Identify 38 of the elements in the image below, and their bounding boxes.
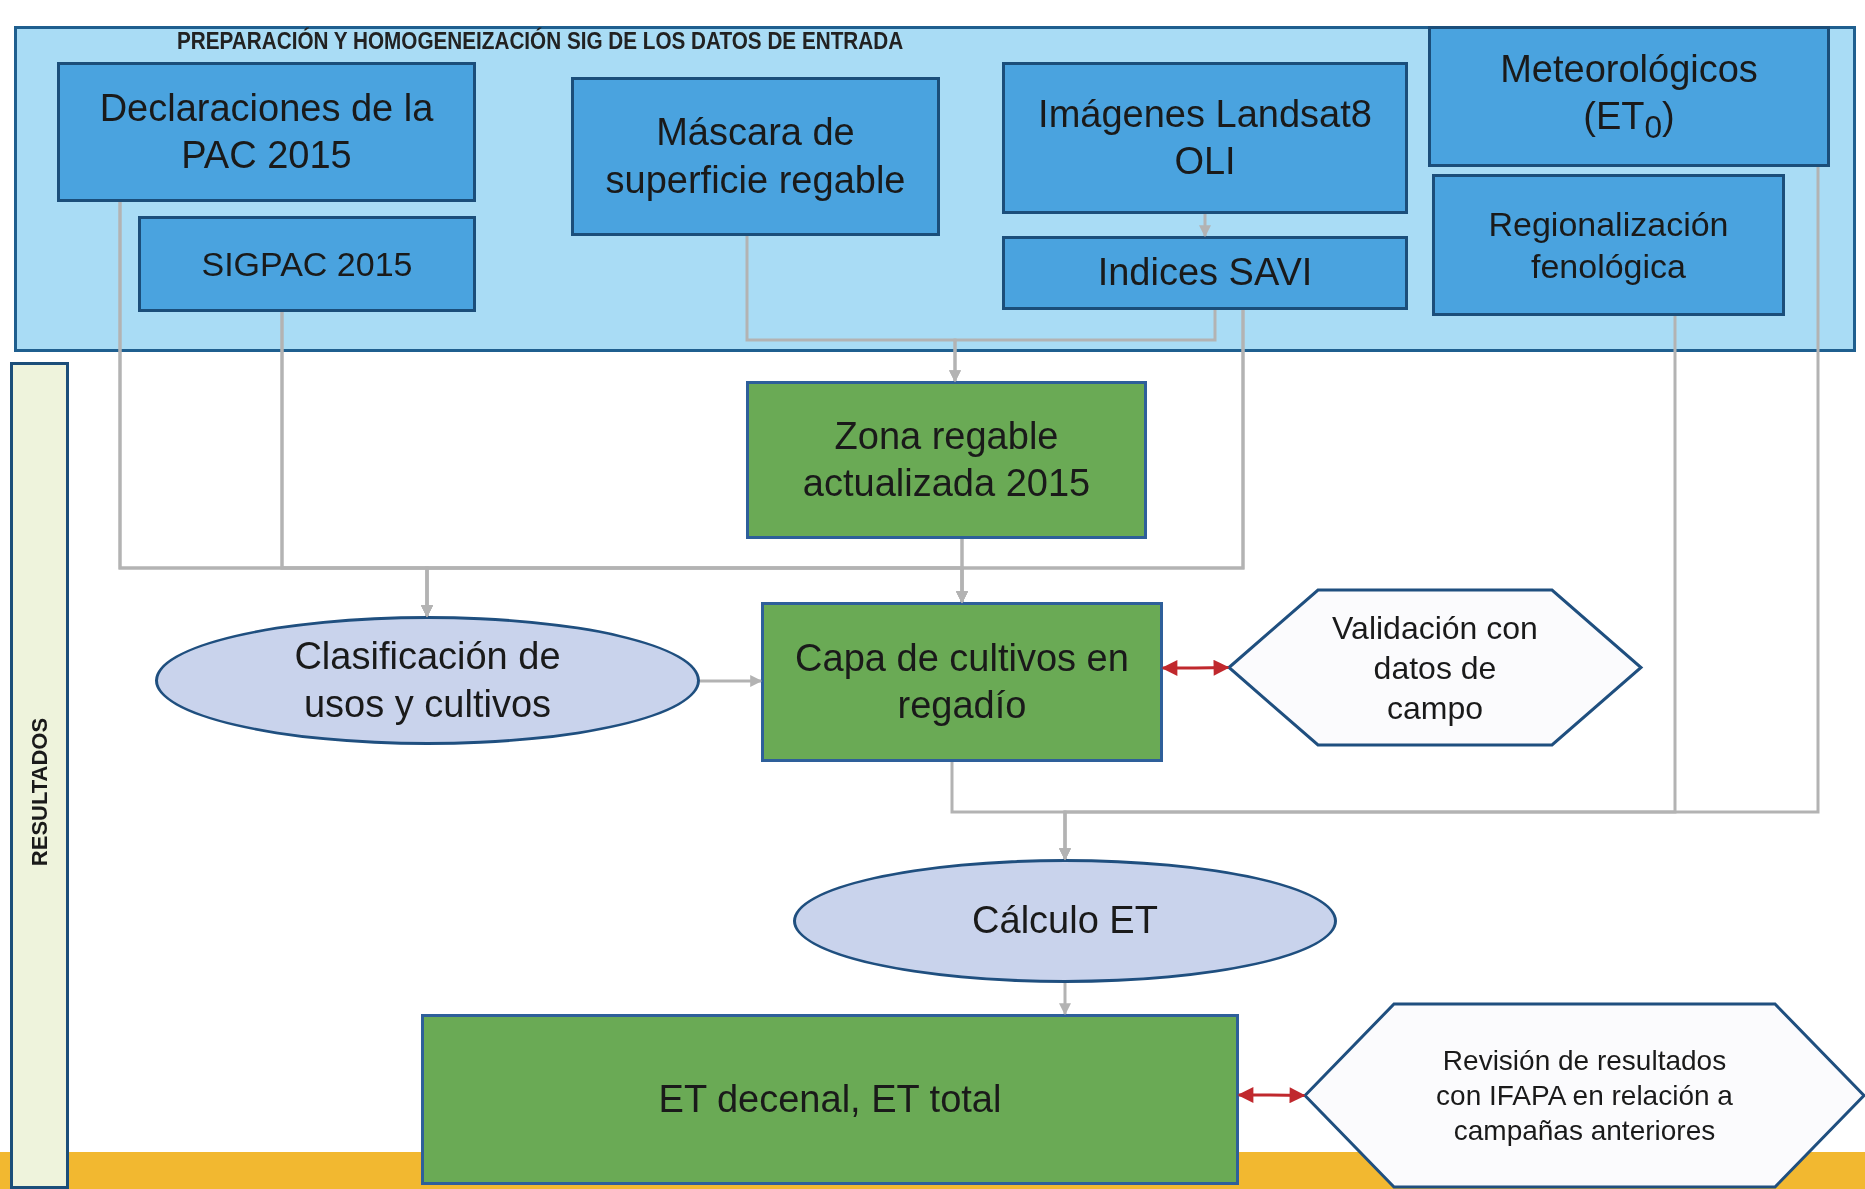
process-box	[761, 602, 1163, 762]
process-box	[571, 77, 940, 236]
connector-arrow	[956, 310, 1245, 604]
process-box	[1002, 236, 1408, 310]
node-label: Declaraciones de la PAC 2015	[98, 85, 435, 178]
node-label: Meteorológicos (ET$_{0}$)	[1499, 46, 1759, 147]
process-box	[1432, 174, 1785, 316]
process-box	[57, 62, 476, 202]
connector-arrow	[1059, 983, 1071, 1016]
node-label: Imágenes Landsat8 OLI	[1037, 91, 1373, 184]
section-heading: PREPARACIÓN Y HOMOGENEIZACIÓN SIG DE LOS DATOS DE ENTRADA	[177, 27, 904, 56]
connector-arrow	[700, 675, 763, 687]
node-label: Clasificación de usos y cultivos	[293, 634, 562, 727]
section-band	[10, 362, 69, 1189]
section-band	[14, 26, 1856, 352]
node-label: ET decenal, ET total	[658, 1076, 1002, 1122]
node-label: SIGPAC 2015	[201, 243, 413, 285]
process-box	[138, 216, 476, 312]
node-label: Revisión de resultados con IFAPA en relación a campañas anteriores	[1435, 1044, 1734, 1148]
node-label: Validación con datos de campo	[1331, 608, 1539, 728]
hexagon-box	[1228, 588, 1642, 747]
node-label: Regionalización fenológica	[1487, 203, 1730, 287]
connector-arrow	[1161, 659, 1230, 676]
connector-arrow	[1199, 214, 1211, 238]
process-box	[421, 1014, 1239, 1185]
connector-arrow	[1237, 1087, 1306, 1104]
node-label: Máscara de superficie regable	[604, 110, 907, 203]
process-box	[746, 381, 1147, 539]
node-label: Indices SAVI	[1097, 250, 1313, 296]
process-box	[1002, 62, 1408, 214]
node-label: Zona regable actualizada 2015	[801, 413, 1092, 506]
section-heading: RESULTADOS	[25, 717, 53, 867]
connector-arrow	[949, 310, 1217, 383]
node-label: Cálculo ET	[972, 898, 1158, 944]
hexagon-box	[1304, 1002, 1865, 1189]
connector-arrow	[1059, 167, 1820, 861]
process-box	[1428, 26, 1830, 167]
node-label: Capa de cultivos en regadío	[794, 635, 1130, 728]
